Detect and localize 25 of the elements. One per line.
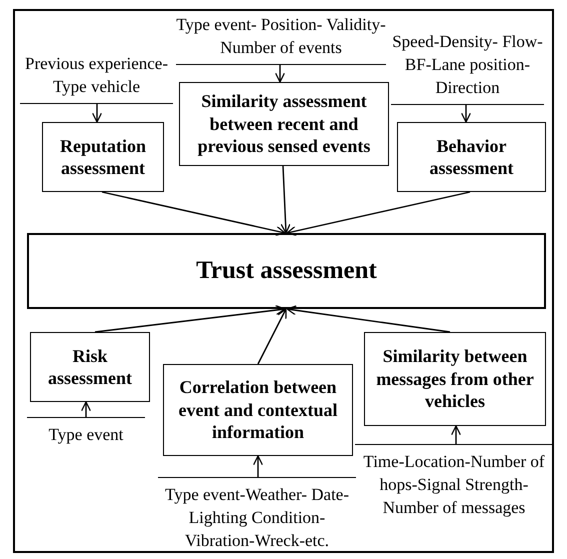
arrow [286, 191, 470, 236]
arrow [280, 166, 291, 234]
parameter-label: Type event- Position- Validity-Number of events [176, 12, 386, 65]
arrow [257, 308, 287, 364]
parameter-label: Previous experience- Type vehicle [20, 24, 173, 104]
process-box: Trust assessment [27, 233, 546, 309]
process-box: Risk assessment [30, 332, 150, 402]
parameter-label: Type event-Weather- Date-Lighting Condition- Vibration-Wreck-etc. [158, 477, 356, 553]
process-box: Reputation assessment [42, 122, 164, 192]
process-box: Similarity between messages from other vehicles [364, 332, 546, 426]
parameter-label: Speed-Density- Flow-BF-Lane position- Direction [391, 28, 544, 105]
arrow [80, 401, 92, 417]
process-box: Correlation between event and contextual information [163, 364, 353, 456]
arrow [450, 425, 462, 444]
parameter-label: Type event [27, 417, 145, 447]
arrow [252, 455, 264, 477]
arrow [92, 104, 102, 123]
arrow [286, 305, 450, 333]
arrow [274, 65, 286, 83]
arrow [460, 105, 472, 123]
process-box: Similarity assessment between recent and previous sensed events [179, 82, 389, 166]
arrow [94, 304, 286, 333]
parameter-label: Time-Location-Number of hops-Signal Strength- Number of messages [355, 444, 553, 518]
arrow [102, 191, 286, 236]
process-box: Behavior assessment [397, 122, 546, 192]
